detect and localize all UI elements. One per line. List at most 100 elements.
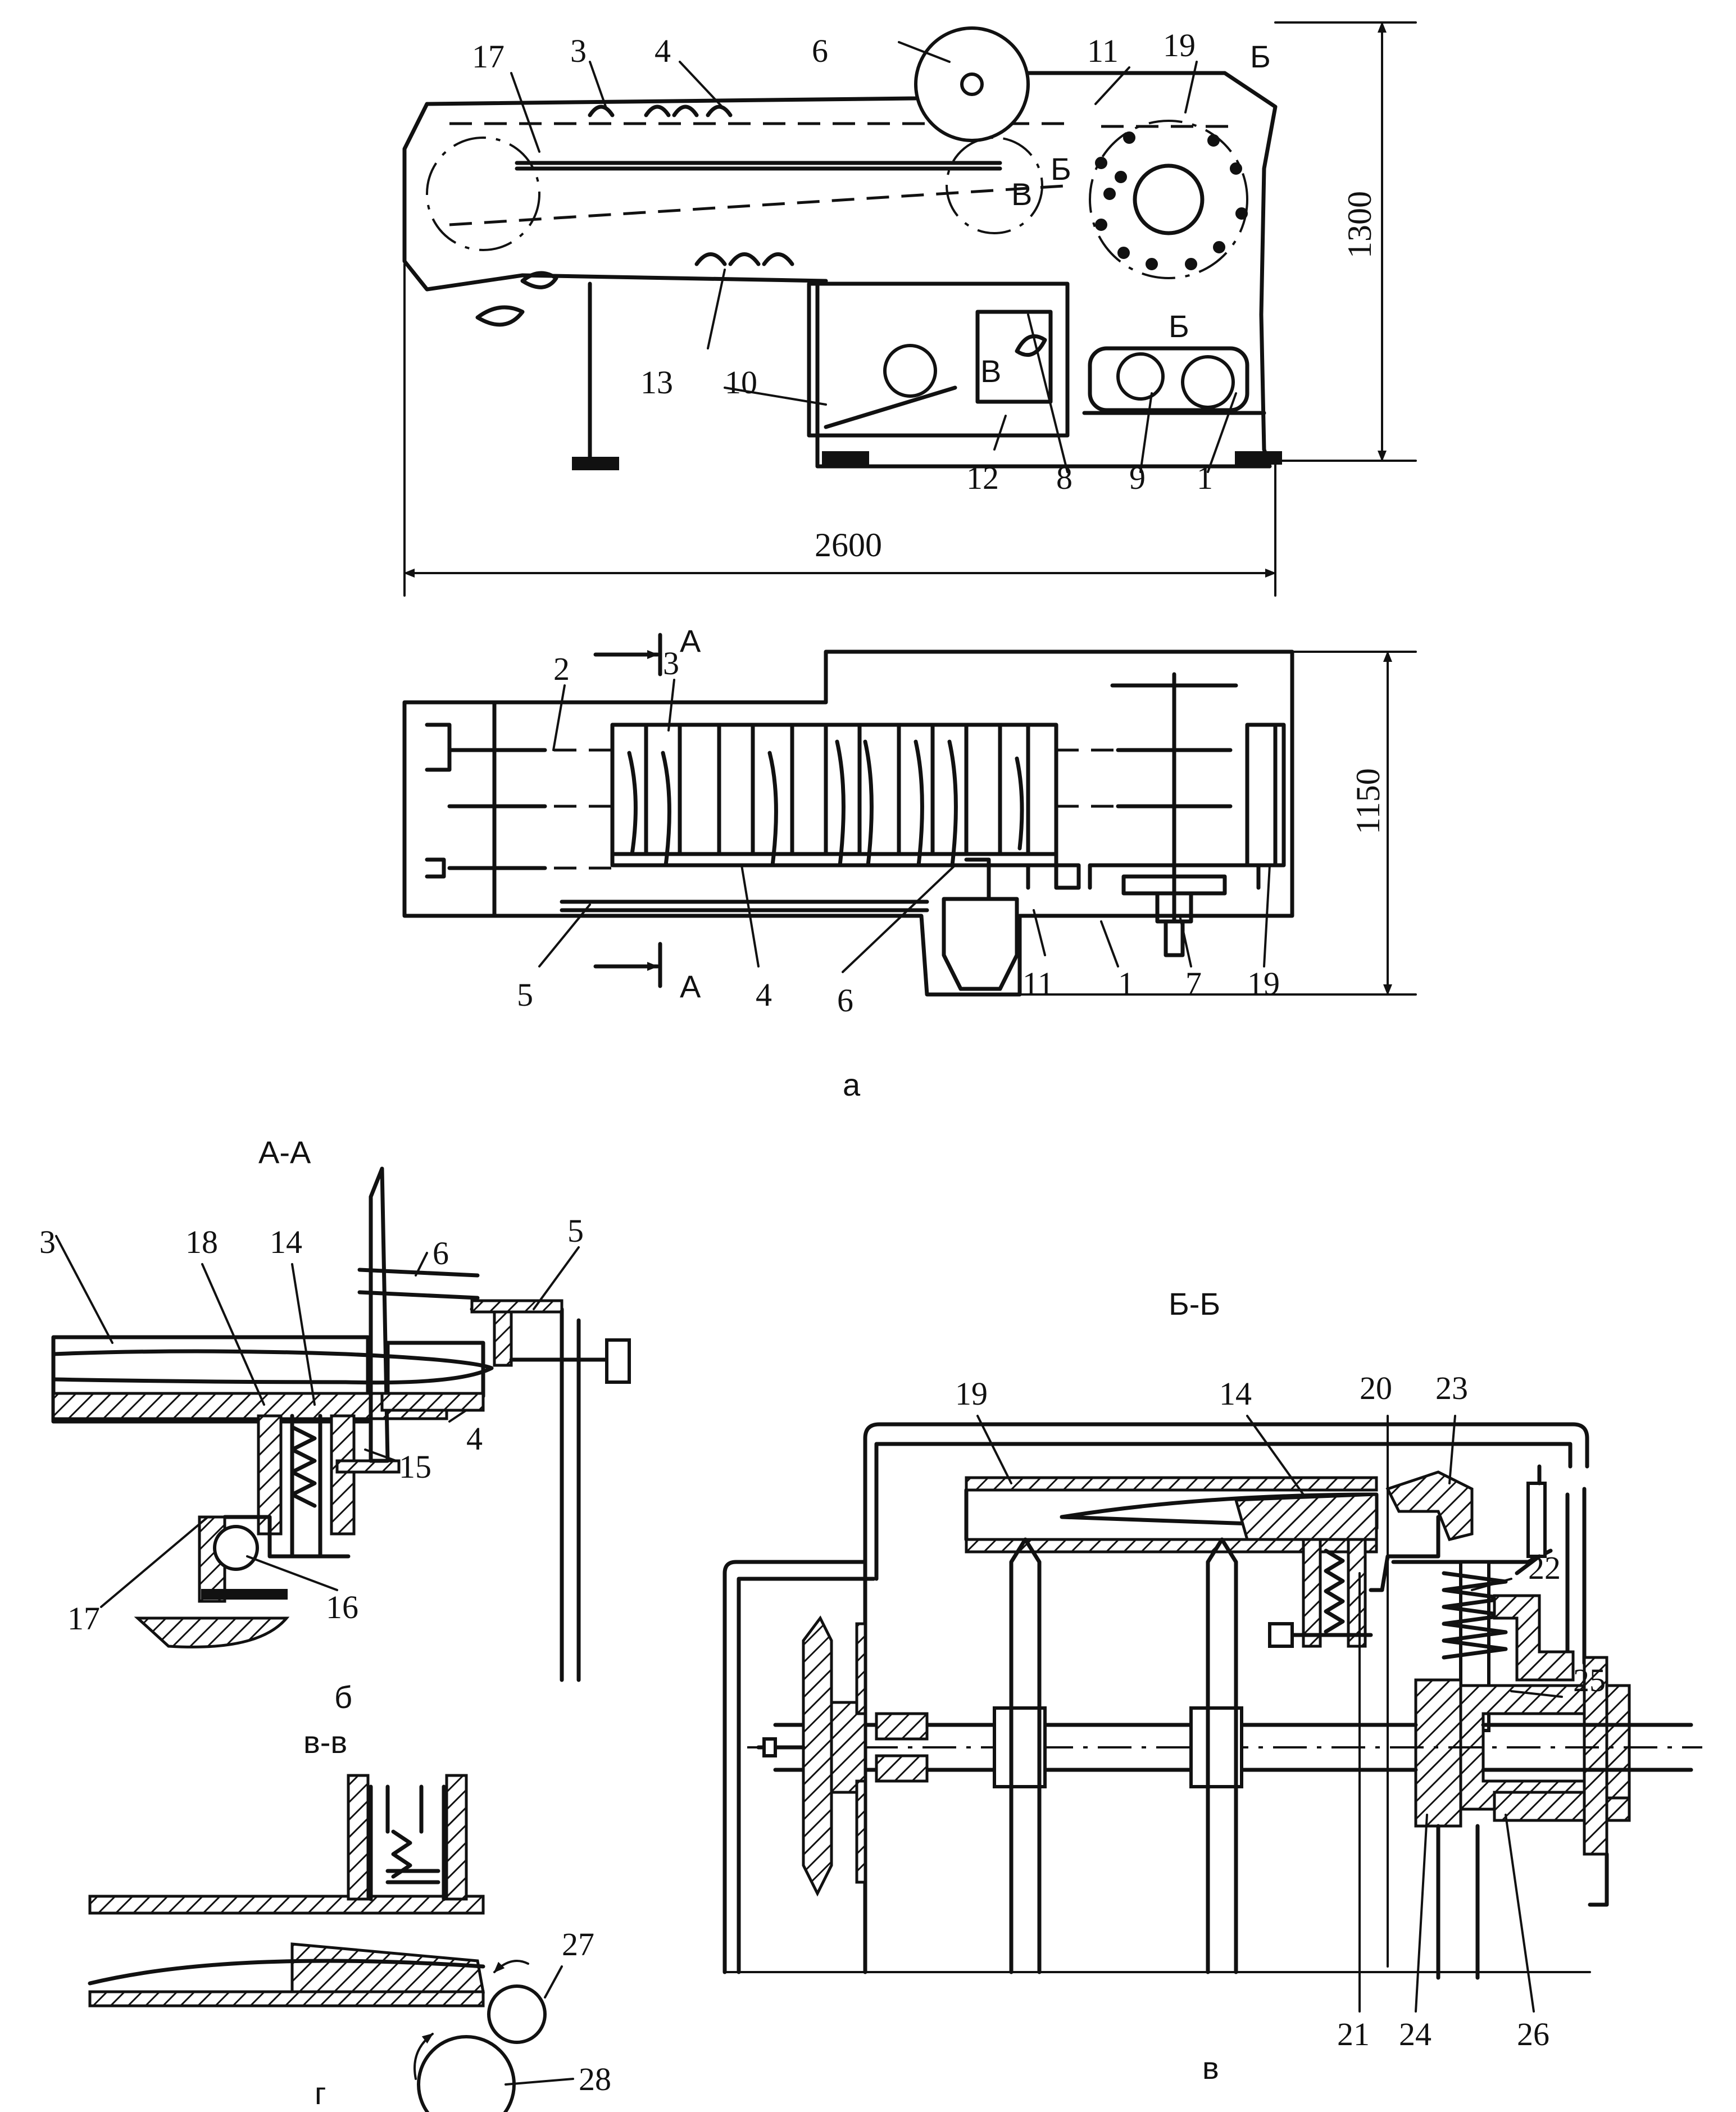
- vv-label-28: 28: [579, 2061, 611, 2097]
- plan-label-7: 7: [1185, 965, 1202, 1002]
- fish-pieces-bottom: [694, 252, 794, 266]
- leader-lines: [510, 41, 1237, 473]
- label-19: 19: [1163, 27, 1196, 63]
- mark-b-low: Б: [1169, 308, 1189, 344]
- plan-label-6: 6: [837, 982, 853, 1019]
- right-drum: [1089, 120, 1248, 279]
- knife-holder: [975, 310, 1053, 404]
- fish-silhouettes: [627, 739, 1024, 867]
- conveyor-chain: [449, 122, 1236, 226]
- hub-24: [1414, 1678, 1462, 1828]
- motor-small: [883, 344, 937, 398]
- section-a-bottom: А: [680, 969, 701, 1004]
- housing-outline: [402, 71, 1278, 469]
- plan-rail: [560, 900, 929, 912]
- bb-label-21: 21: [1337, 2016, 1370, 2052]
- plan-view: 2 3 5 4 6 11 1 7 19 А А 1150 а: [402, 623, 1417, 1102]
- bb-housing-inner: [737, 1442, 1573, 1974]
- aa-label-16: 16: [326, 1589, 358, 1625]
- right-drum-hub: [1133, 163, 1205, 235]
- lower-compartment: [807, 281, 1070, 438]
- fish-out: [475, 305, 525, 327]
- dim-1300: 1300: [1341, 191, 1378, 258]
- vv-label-27: 27: [562, 1926, 594, 1963]
- roller-27: [487, 1984, 547, 2044]
- bb-label-20: 20: [1360, 1370, 1392, 1406]
- label-3: 3: [570, 33, 587, 69]
- plan-motor: [942, 857, 1019, 991]
- bb-label-14: 14: [1219, 1375, 1252, 1412]
- left-sprocket: [426, 137, 540, 251]
- fish-body: [51, 1349, 494, 1385]
- guide-bar: [515, 161, 1002, 171]
- aa-label-17: 17: [67, 1600, 100, 1637]
- chute-19-top: [965, 1476, 1378, 1492]
- section-a-a: А-А 3 18 14 6 5 15 4 17 16: [39, 1134, 631, 1715]
- mark-v-low: В: [980, 353, 1001, 389]
- label-8: 8: [1056, 460, 1072, 496]
- plan-label-1: 1: [1118, 965, 1134, 1002]
- spring-15: [290, 1425, 317, 1508]
- plan-label-3: 3: [663, 645, 679, 682]
- dim-1150: 1150: [1349, 768, 1387, 834]
- spike-right: [1206, 1537, 1238, 1974]
- plan-outline: [402, 650, 1294, 997]
- aa-label-14: 14: [270, 1224, 302, 1260]
- label-17: 17: [472, 38, 505, 75]
- channel-bottom: [88, 1990, 485, 2007]
- section-b-b: Б-Б: [722, 1286, 1702, 2086]
- title-b-b: Б-Б: [1169, 1286, 1220, 1321]
- plan-gearbox: [1088, 863, 1261, 896]
- fish-slots: [610, 723, 1058, 867]
- bb-label-19: 19: [955, 1375, 988, 1412]
- mid-sprocket: [946, 137, 1043, 234]
- roller-16: [213, 1525, 259, 1571]
- lever: [824, 385, 957, 429]
- spike-left: [1009, 1537, 1042, 1974]
- caption-b: б: [334, 1679, 352, 1715]
- aa-label-18: 18: [185, 1224, 218, 1260]
- tube-20: [1369, 1515, 1440, 1592]
- bb-label-24: 24: [1399, 2016, 1431, 2052]
- nozzle-23: [1385, 1470, 1474, 1541]
- label-10: 10: [725, 364, 757, 401]
- caption-a: а: [843, 1067, 861, 1102]
- side-elevation: 17 3 4 6 11 19 13 10 12 8 9 1 Б В Б В Б …: [402, 21, 1417, 597]
- section-a-top: А: [680, 623, 701, 658]
- label-1: 1: [1197, 460, 1213, 496]
- plan-label-5: 5: [517, 976, 533, 1013]
- mark-b-mid: Б: [1051, 151, 1071, 187]
- motor-main: [1088, 346, 1249, 412]
- section-v-v: в-в 27 28 г: [88, 1724, 611, 2112]
- aa-label-3: 3: [39, 1224, 56, 1260]
- caption-v: в: [1202, 2050, 1219, 2086]
- knife-blade: [369, 1166, 390, 1463]
- label-13: 13: [640, 364, 673, 401]
- title-v-v: в-в: [303, 1724, 347, 1760]
- plan-label-4: 4: [756, 976, 772, 1013]
- bb-label-23: 23: [1435, 1370, 1468, 1406]
- bb-label-26: 26: [1517, 2016, 1549, 2052]
- title-a-a: А-А: [258, 1134, 311, 1170]
- bb-label-25: 25: [1573, 1662, 1606, 1698]
- bb-label-22: 22: [1528, 1550, 1561, 1586]
- label-6: 6: [812, 33, 828, 69]
- label-4: 4: [655, 33, 671, 69]
- mark-v-mid: В: [1011, 176, 1032, 212]
- plan-label-19: 19: [1247, 965, 1280, 1002]
- fish-wedge: [290, 1942, 485, 1993]
- chute-19-bottom: [965, 1538, 1378, 1554]
- fish-pieces-top: [588, 105, 733, 117]
- dim-2600: 2600: [815, 526, 882, 564]
- channel-top: [88, 1895, 485, 1915]
- label-9: 9: [1129, 460, 1146, 496]
- shaft-6: [357, 1268, 480, 1300]
- mark-b-top: Б: [1250, 39, 1271, 74]
- aa-label-6: 6: [433, 1235, 449, 1271]
- bb-sprocket: [802, 1615, 833, 1897]
- main-shaft: [773, 1723, 1693, 1772]
- aa-label-5: 5: [567, 1212, 584, 1249]
- plan-label-11: 11: [1022, 965, 1054, 1002]
